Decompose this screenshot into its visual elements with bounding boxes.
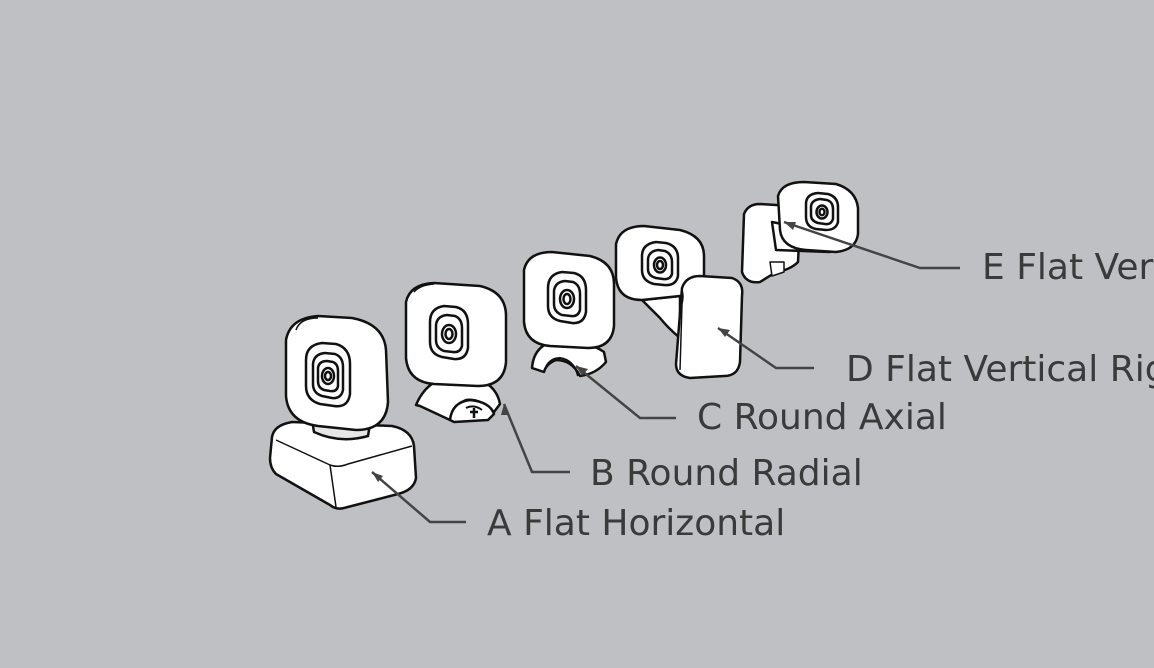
leader-a (371, 471, 466, 524)
label-a-flat-horizontal: A Flat Horizontal (487, 503, 786, 544)
leader-d (717, 326, 814, 370)
camera-mount-c (522, 250, 616, 378)
camera-mount-a (268, 314, 418, 510)
leader-b (502, 403, 570, 474)
camera-mount-d (614, 224, 744, 380)
label-e-flat-vertical: E Flat Ver (982, 247, 1154, 288)
leader-c (575, 365, 676, 420)
label-d-flat-vertical-right: D Flat Vertical Rig (846, 349, 1154, 390)
label-c-round-axial: C Round Axial (697, 397, 947, 438)
label-b-round-radial: B Round Radial (590, 453, 863, 494)
camera-mount-b (404, 281, 508, 424)
flat-plate-d (674, 274, 744, 380)
leader-lines (371, 220, 960, 524)
leader-e (783, 220, 960, 270)
camera-mount-e (740, 180, 860, 284)
leader-arrowheads (372, 222, 796, 482)
